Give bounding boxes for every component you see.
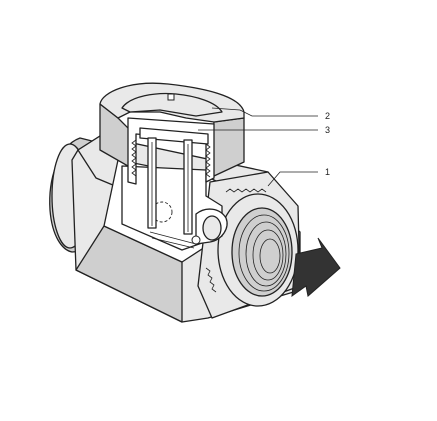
cap-center-pin (167, 93, 175, 101)
callout-3: 3 (325, 125, 330, 135)
internal-passage (121, 165, 228, 251)
outlet-bore (231, 207, 293, 297)
callout-1: 1 (325, 167, 330, 177)
outlet-thread-lines (238, 214, 290, 292)
seat-lines (149, 231, 197, 249)
orifice-opening (202, 215, 222, 241)
capsule-element (139, 127, 209, 235)
cap-thread-teeth-right (205, 143, 211, 178)
callout-2: 2 (325, 111, 330, 121)
outlet-thread-teeth-side (205, 267, 217, 293)
leader-1 (267, 171, 318, 187)
flow-direction-arrow (291, 237, 341, 298)
leader-2 (211, 107, 318, 117)
cap-dome (121, 92, 223, 117)
outlet-thread-teeth (225, 188, 267, 193)
outlet-port (197, 171, 301, 319)
cap-thread-teeth-left (131, 139, 137, 177)
callout-leaders (198, 107, 318, 187)
seat-ball (191, 235, 201, 245)
